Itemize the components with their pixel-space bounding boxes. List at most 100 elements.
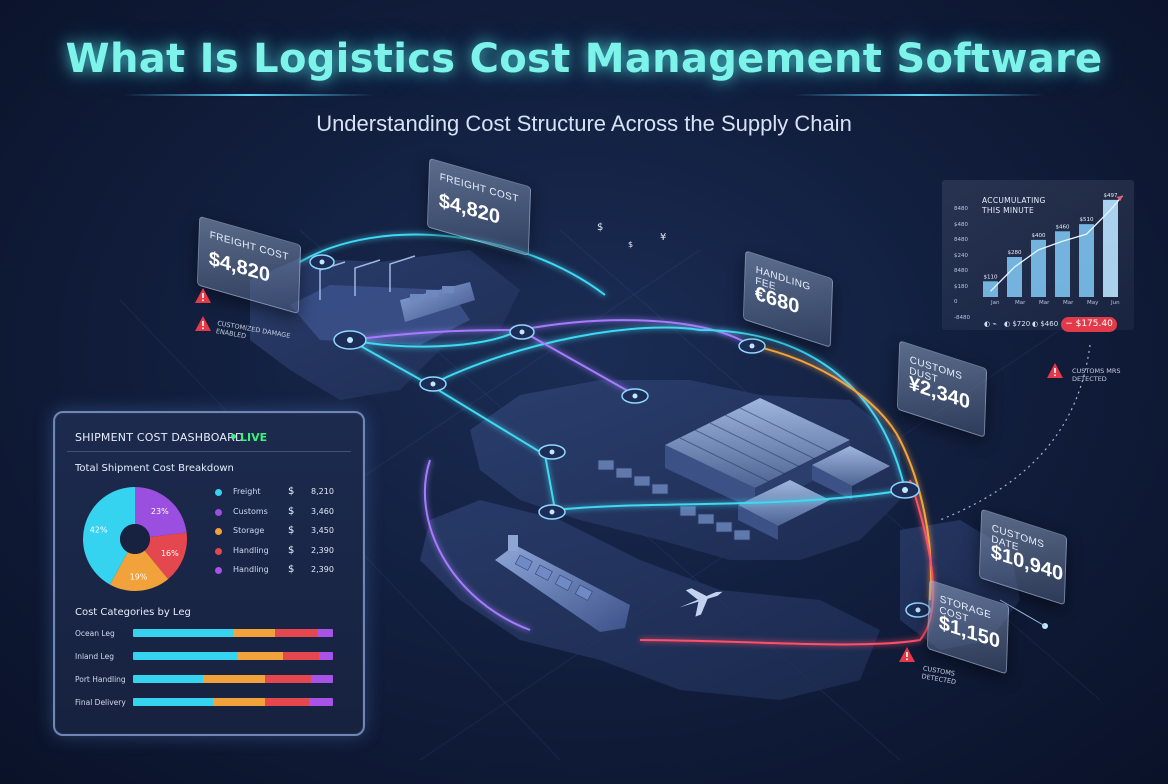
pie-slice-label: 42% — [90, 526, 108, 535]
accumulating-bar[interactable] — [1103, 199, 1118, 297]
currency-dollar-icon: $ — [628, 240, 634, 249]
leg-bar-segment — [233, 629, 275, 637]
route-purple-arc — [423, 459, 531, 631]
y-tick-label: $180 — [954, 283, 968, 290]
leg-bar-segment — [317, 629, 333, 637]
accumulating-bars: $110$280$400$460$510$497 — [983, 193, 1123, 297]
bar-value-label: $280 — [1008, 250, 1022, 256]
legend-currency: $ — [288, 564, 295, 575]
page-subtitle: Understanding Cost Structure Across the … — [316, 111, 852, 136]
bar-value-label: $110 — [984, 274, 998, 280]
y-tick-label: 8480 — [954, 237, 968, 243]
leg-bar-segment — [203, 675, 265, 683]
legend-label: Customs — [233, 506, 268, 516]
x-tick-label: May — [1087, 300, 1099, 306]
pie-slice[interactable] — [109, 550, 169, 591]
leg-label: Final Delivery — [75, 698, 126, 707]
leg-bar-segment — [237, 652, 283, 660]
legend-item[interactable]: Storage$3,450 — [213, 525, 343, 545]
accumulating-title: ACCUMULATING THIS MINUTE — [982, 196, 1046, 216]
y-tick-label: -8480 — [954, 314, 970, 321]
pie-center — [120, 524, 150, 554]
route-red — [639, 479, 935, 646]
legend-amount: 3,450 — [311, 526, 334, 535]
live-label: LIVE — [240, 431, 268, 444]
warehouse — [665, 398, 890, 540]
dashboard-divider — [67, 451, 351, 452]
legend-item[interactable]: Handling $2,390 — [213, 545, 343, 565]
card-connector — [999, 599, 1046, 627]
accumulating-bar[interactable] — [1079, 224, 1094, 297]
accumulating-bar[interactable] — [1007, 257, 1022, 297]
bar-value-label: $460 — [1056, 224, 1070, 230]
x-tick-label: Mar — [1015, 300, 1026, 306]
legend-label: Storage — [233, 526, 265, 535]
route-cyan-loop — [429, 326, 906, 491]
leg-label: Inland Leg — [75, 652, 114, 661]
bar-value-label: $400 — [1032, 233, 1046, 239]
cargo-ship-bottom — [495, 535, 630, 632]
legend-item[interactable]: Customs$3,460 — [213, 506, 343, 526]
y-tick-label: 8480 — [954, 206, 968, 212]
legend-amount: 2,390 — [311, 545, 334, 555]
leg-bar-segment — [265, 698, 309, 706]
legend-item[interactable]: Freight$8,210 — [213, 486, 343, 506]
currency-dollar-icon: $ — [597, 222, 604, 233]
legend-swatch — [215, 508, 222, 516]
route-cyan-top — [299, 233, 606, 296]
legend-amount: 2,390 — [311, 565, 334, 574]
leg-row[interactable]: Ocean Leg — [75, 627, 335, 650]
accumulating-bar[interactable] — [1031, 239, 1046, 297]
legend-item[interactable]: Handling$2,390 — [213, 564, 343, 584]
alert-icon — [195, 316, 211, 331]
alert-text: CUSTOMS MRS DETECTED — [1072, 367, 1121, 383]
x-tick-label: Mar — [1039, 300, 1050, 306]
leg-bar-segment — [283, 652, 319, 660]
leg-label: Port Handling — [75, 675, 126, 684]
route-orange — [749, 344, 932, 601]
pie-slice[interactable] — [135, 487, 187, 538]
accumulating-title-line1: ACCUMULATING — [982, 196, 1046, 205]
leg-bar-segment — [213, 698, 265, 706]
accumulating-bar[interactable] — [1055, 231, 1070, 297]
title-rule-left — [124, 94, 374, 96]
legs-title: Cost Categories by Leg — [75, 607, 191, 618]
live-indicator-icon — [231, 434, 236, 439]
accumulating-stat: ◐ $460 — [1032, 320, 1059, 328]
legend-label: Freight — [233, 487, 261, 496]
accumulating-total-badge[interactable]: − $175.40 — [1061, 317, 1117, 332]
leg-stacked-bar — [133, 652, 333, 660]
shipment-cost-dashboard: SHIPMENT COST DASHBOARD LIVE Total Shipm… — [53, 411, 365, 736]
accumulating-bar[interactable] — [983, 281, 998, 297]
legend-swatch — [215, 489, 222, 496]
leg-label: Ocean Leg — [75, 629, 115, 638]
leg-row[interactable]: Port Handling — [75, 673, 335, 696]
leg-bar-segment — [133, 698, 213, 706]
pie-slice[interactable] — [82, 487, 135, 585]
legend-currency: $ — [288, 544, 295, 556]
legend-currency: $ — [288, 505, 295, 517]
x-tick-label: Mar — [1063, 300, 1074, 306]
y-tick-label: $240 — [954, 252, 968, 259]
accumulating-title-line2: THIS MINUTE — [982, 206, 1034, 215]
pie-slice[interactable] — [144, 532, 187, 580]
leg-bar-segment — [275, 629, 317, 637]
route-nodes — [309, 254, 1048, 629]
leg-bar-segment — [319, 652, 333, 660]
leg-row[interactable]: Final Delivery — [75, 696, 335, 719]
leg-stacked-bar — [133, 629, 333, 637]
route-purple-mid — [519, 329, 636, 396]
y-tick-label: 8480 — [954, 268, 968, 274]
y-tick-label: $480 — [954, 221, 968, 228]
legend-label: Handling — [233, 545, 269, 555]
leg-row[interactable]: Inland Leg — [75, 650, 335, 673]
pie-slice-label: 16% — [161, 549, 179, 558]
legend-swatch — [215, 528, 222, 535]
pie-slice-label: 19% — [130, 572, 148, 581]
page-title: What Is Logistics Cost Management Softwa… — [65, 36, 1103, 82]
cargo-ship-top — [400, 282, 475, 322]
alert-icon — [195, 288, 211, 303]
y-tick-label: 0 — [954, 299, 958, 305]
